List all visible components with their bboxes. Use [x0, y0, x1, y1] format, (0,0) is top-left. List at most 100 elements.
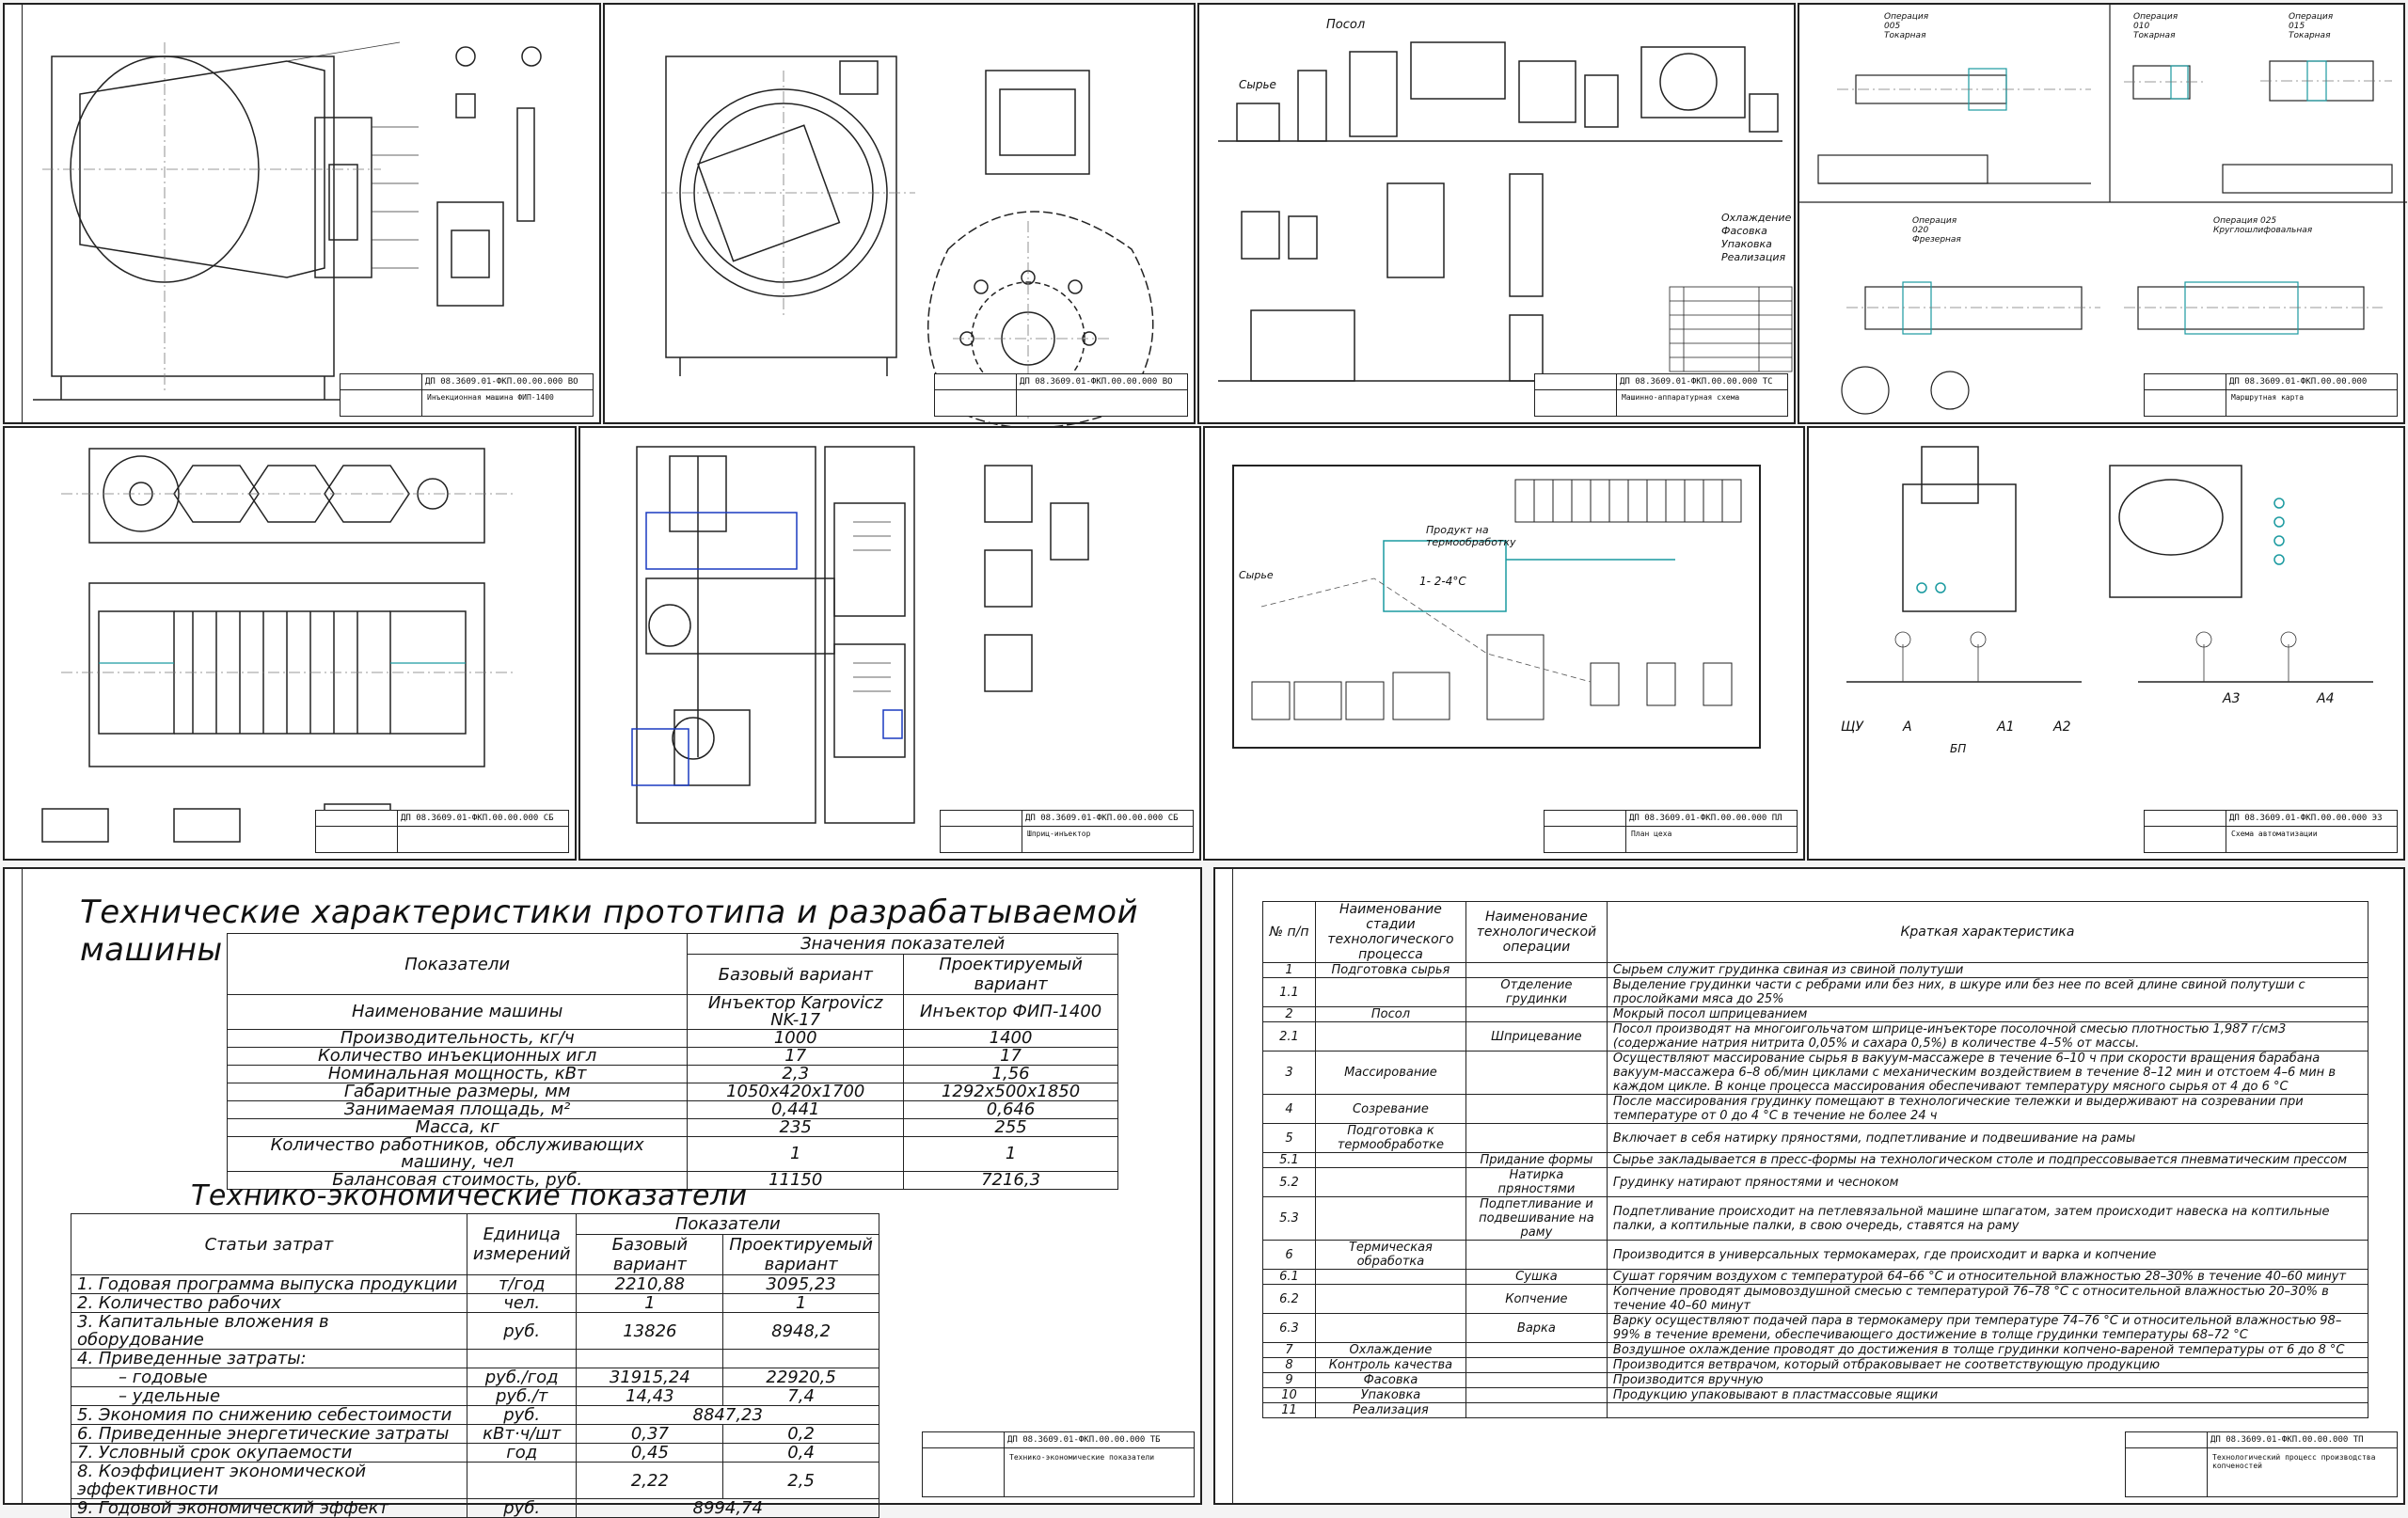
proc-cell-desc: Выделение грудинки части с ребрами или б…	[1606, 977, 2369, 1007]
proc-col-stage: Наименование стадии технологического про…	[1314, 901, 1466, 963]
proc-cell-desc: Сырье закладывается в пресс-формы на тех…	[1606, 1152, 2369, 1168]
tech-cell-base: 2,3	[687, 1065, 905, 1083]
econ-cell-unit: руб.	[466, 1405, 578, 1425]
title-block: ДП 08.3609.01-ФКП.00.00.000 Э3 Схема авт…	[2144, 810, 2398, 853]
drawing-sheet-massager: ДП 08.3609.01-ФКП.00.00.000 ВО Инъекцион…	[3, 3, 601, 424]
auto-label-a: А	[1903, 719, 1912, 735]
sheet-code: ДП 08.3609.01-ФКП.00.00.000 ТБ	[1007, 1435, 1161, 1445]
econ-cell-base: 14,43	[576, 1386, 724, 1406]
sheet-code: ДП 08.3609.01-ФКП.00.00.000 ВО	[425, 377, 578, 387]
proc-cell-desc: Сушат горячим воздухом с температурой 64…	[1606, 1269, 2369, 1285]
op-015: Операция 015 Токарная	[2289, 12, 2334, 40]
tech-cell-base: 1	[687, 1136, 905, 1172]
econ-col-unit: Единица измерений	[466, 1213, 578, 1275]
econ-cell-unit: т/год	[466, 1274, 578, 1294]
drawing-sheet-apparatus-scheme: Посол Сырье Охлаждение Фасовка Упаковка …	[1197, 3, 1796, 424]
econ-col-items: Статьи затрат	[71, 1213, 467, 1275]
econ-cell-unit: кВт·ч/шт	[466, 1424, 578, 1444]
proc-cell-stage: Термическая обработка	[1314, 1240, 1466, 1270]
title-block: ДП 08.3609.01-ФКП.00.00.000 ТП Технологи…	[2125, 1431, 2398, 1497]
floor-label-syrye: Сырье	[1239, 569, 1274, 581]
sheet-name: Шприц-инъектор	[1027, 830, 1091, 838]
econ-cell-name: 2. Количество рабочих	[71, 1293, 467, 1313]
sheet-code: ДП 08.3609.01-ФКП.00.00.000 СБ	[1025, 814, 1179, 823]
econ-cell-unit: год	[466, 1443, 578, 1463]
title-block: ДП 08.3609.01-ФКП.00.00.000 ПЛ План цеха	[1544, 810, 1798, 853]
proc-cell-num: 6.2	[1262, 1284, 1316, 1314]
proc-cell-num: 1	[1262, 962, 1316, 978]
econ-col-vals: Показатели	[576, 1213, 879, 1235]
tech-cell-name: Количество инъекционных игл	[226, 1047, 689, 1066]
econ-cell-name: 4. Приведенные затраты:	[71, 1349, 467, 1368]
proc-cell-num: 2	[1262, 1006, 1316, 1022]
econ-cell-name: 9. Годовой экономический эффект	[71, 1498, 467, 1518]
tech-cell-base: 0,441	[687, 1100, 905, 1119]
auto-label-a2: А2	[2053, 719, 2071, 735]
tech-cell-name: Производительность, кг/ч	[226, 1029, 689, 1048]
econ-cell-unit: руб./т	[466, 1386, 578, 1406]
conveyor-drawing	[41, 448, 513, 847]
proc-cell-stage: Созревание	[1314, 1094, 1466, 1124]
proc-col-num: № п/п	[1262, 901, 1316, 963]
tech-cell-base: 17	[687, 1047, 905, 1066]
label-syrye: Сырье	[1239, 78, 1276, 91]
title-block: ДП 08.3609.01-ФКП.00.00.000 СБ	[315, 810, 569, 853]
econ-cell-new: 2,5	[722, 1462, 879, 1499]
proc-cell-desc: Подпетливание происходит на петлевязальн…	[1606, 1196, 2369, 1241]
econ-cell-base: 2210,88	[576, 1274, 724, 1294]
proc-cell-desc: Грудинку натирают пряностями и чесноком	[1606, 1167, 2369, 1197]
proc-cell-desc: Воздушное охлаждение проводят до достиже…	[1606, 1342, 2369, 1358]
proc-cell-stage: Подготовка к термообработке	[1314, 1123, 1466, 1153]
proc-cell-stage	[1314, 1152, 1466, 1168]
proc-cell-op: Варка	[1465, 1313, 1608, 1343]
title-block: ДП 08.3609.01-ФКП.00.00.000 ТС Машинно-а…	[1534, 373, 1788, 417]
proc-cell-num: 5.2	[1262, 1167, 1316, 1197]
tech-cell-name: Занимаемая площадь, м²	[226, 1100, 689, 1119]
sheet-name: Технико-экономические показатели	[1009, 1453, 1155, 1462]
sheet-code: ДП 08.3609.01-ФКП.00.00.000 ПЛ	[1629, 814, 1782, 823]
proc-cell-desc: Включает в себя натирку пряностями, подп…	[1606, 1123, 2369, 1153]
drawing-sheet-route-card: Операция 005 Токарная Операция 010 Токар…	[1798, 3, 2407, 424]
tech-cell-base: 1000	[687, 1029, 905, 1048]
proc-cell-desc: Копчение проводят дымовоздушной смесью с…	[1606, 1284, 2369, 1314]
label-sale: Реализация	[1721, 251, 1786, 263]
econ-cell-new: 0,2	[722, 1424, 879, 1444]
label-posol: Посол	[1326, 18, 1366, 32]
tech-cell-new: 1400	[903, 1029, 1118, 1048]
econ-cell-unit	[466, 1462, 578, 1499]
op-025: Операция 025 Круглошлифовальная	[2213, 216, 2313, 235]
proc-cell-op	[1465, 1357, 1608, 1373]
tech-col-new: Проектируемый вариант	[903, 954, 1118, 995]
econ-cell-unit: руб.	[466, 1498, 578, 1518]
sheet-name: Маршрутная карта	[2231, 393, 2305, 402]
proc-cell-desc: Производится вручную	[1606, 1372, 2369, 1388]
econ-cell-base: 2,22	[576, 1462, 724, 1499]
injector-drawing	[631, 446, 1089, 824]
auto-label-a3: А3	[2223, 691, 2241, 706]
proc-cell-op	[1465, 1051, 1608, 1095]
econ-cell-name: 6. Приведенные энергетические затраты	[71, 1424, 467, 1444]
sheet-code: ДП 08.3609.01-ФКП.00.00.000 СБ	[401, 814, 554, 823]
econ-cell-value: 8994,74	[576, 1498, 879, 1518]
drawing-sheet-floor-plan: Продукт на термообработку Сырье 1- 2-4°С…	[1203, 426, 1805, 861]
proc-cell-stage	[1314, 977, 1466, 1007]
sheet-name: Технологический процесс производства коп…	[2212, 1453, 2376, 1470]
proc-cell-stage	[1314, 1313, 1466, 1343]
proc-cell-num: 5.3	[1262, 1196, 1316, 1241]
